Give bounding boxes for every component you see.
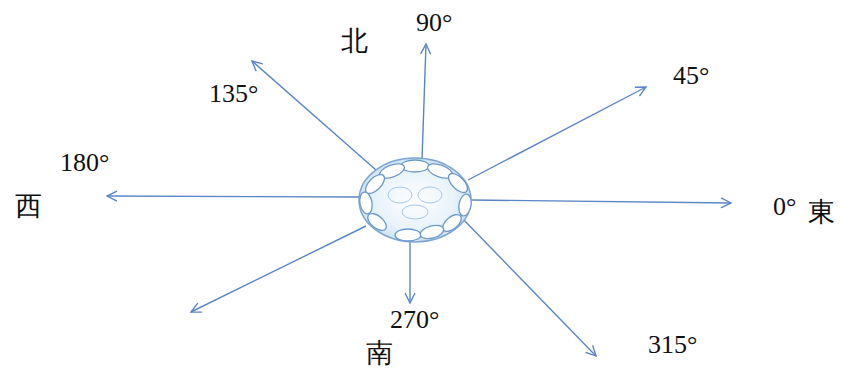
angle-label: 0° [773, 194, 796, 220]
angle-label: 315° [648, 332, 697, 358]
angle-label: 180° [60, 150, 109, 176]
angle-label: 90° [416, 10, 452, 36]
central-object [358, 158, 473, 242]
direction-name: 東 [808, 199, 835, 226]
angle-label: 45° [673, 63, 709, 89]
direction-name: 南 [366, 340, 393, 367]
direction-name: 北 [341, 28, 368, 55]
direction-name: 西 [15, 193, 42, 220]
angle-label: 270° [390, 307, 439, 333]
direction-arrows [107, 44, 731, 356]
angle-label: 135° [209, 81, 258, 107]
